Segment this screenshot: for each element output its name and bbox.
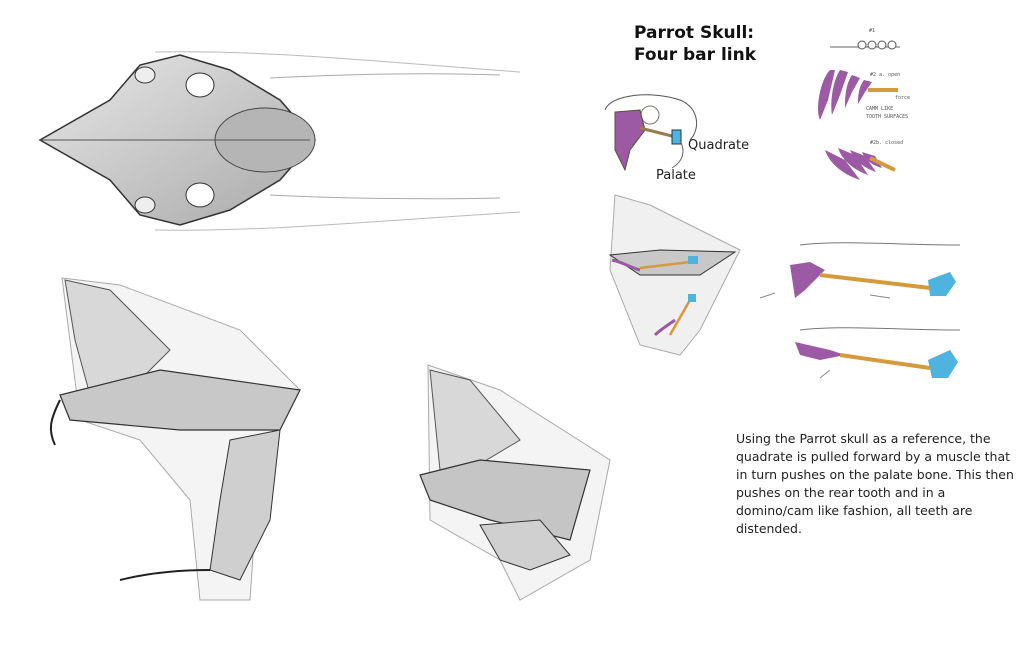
page-title: Parrot Skull: Four bar link [634,22,756,66]
jaw-open-diagram [759,242,961,299]
quadrate-label: Quadrate [688,138,750,153]
skull-top-view [38,51,521,231]
note-force: force [895,95,911,101]
cam-teeth-sketch [818,40,900,180]
note-step2a: #2 a. open [870,72,901,78]
jaw-closed-diagram [795,327,961,379]
note-cam-2: TOOTH SURFACES [866,114,909,120]
title-line-2: Four bar link [634,45,757,65]
title-line-1: Parrot Skull: [634,23,755,43]
note-cam: CAMM LIKE [866,106,894,112]
mechanism-skull [608,194,741,356]
description-text: Using the Parrot skull as a reference, t… [736,431,1014,536]
skull-side-view-open [49,277,301,601]
palate-label: Palate [656,168,696,183]
parrot-skull-sketch [604,94,698,172]
note-step2b: #2b. closed [870,140,904,146]
skull-side-view-closed [419,364,611,601]
note-step1: #1 [869,28,876,34]
